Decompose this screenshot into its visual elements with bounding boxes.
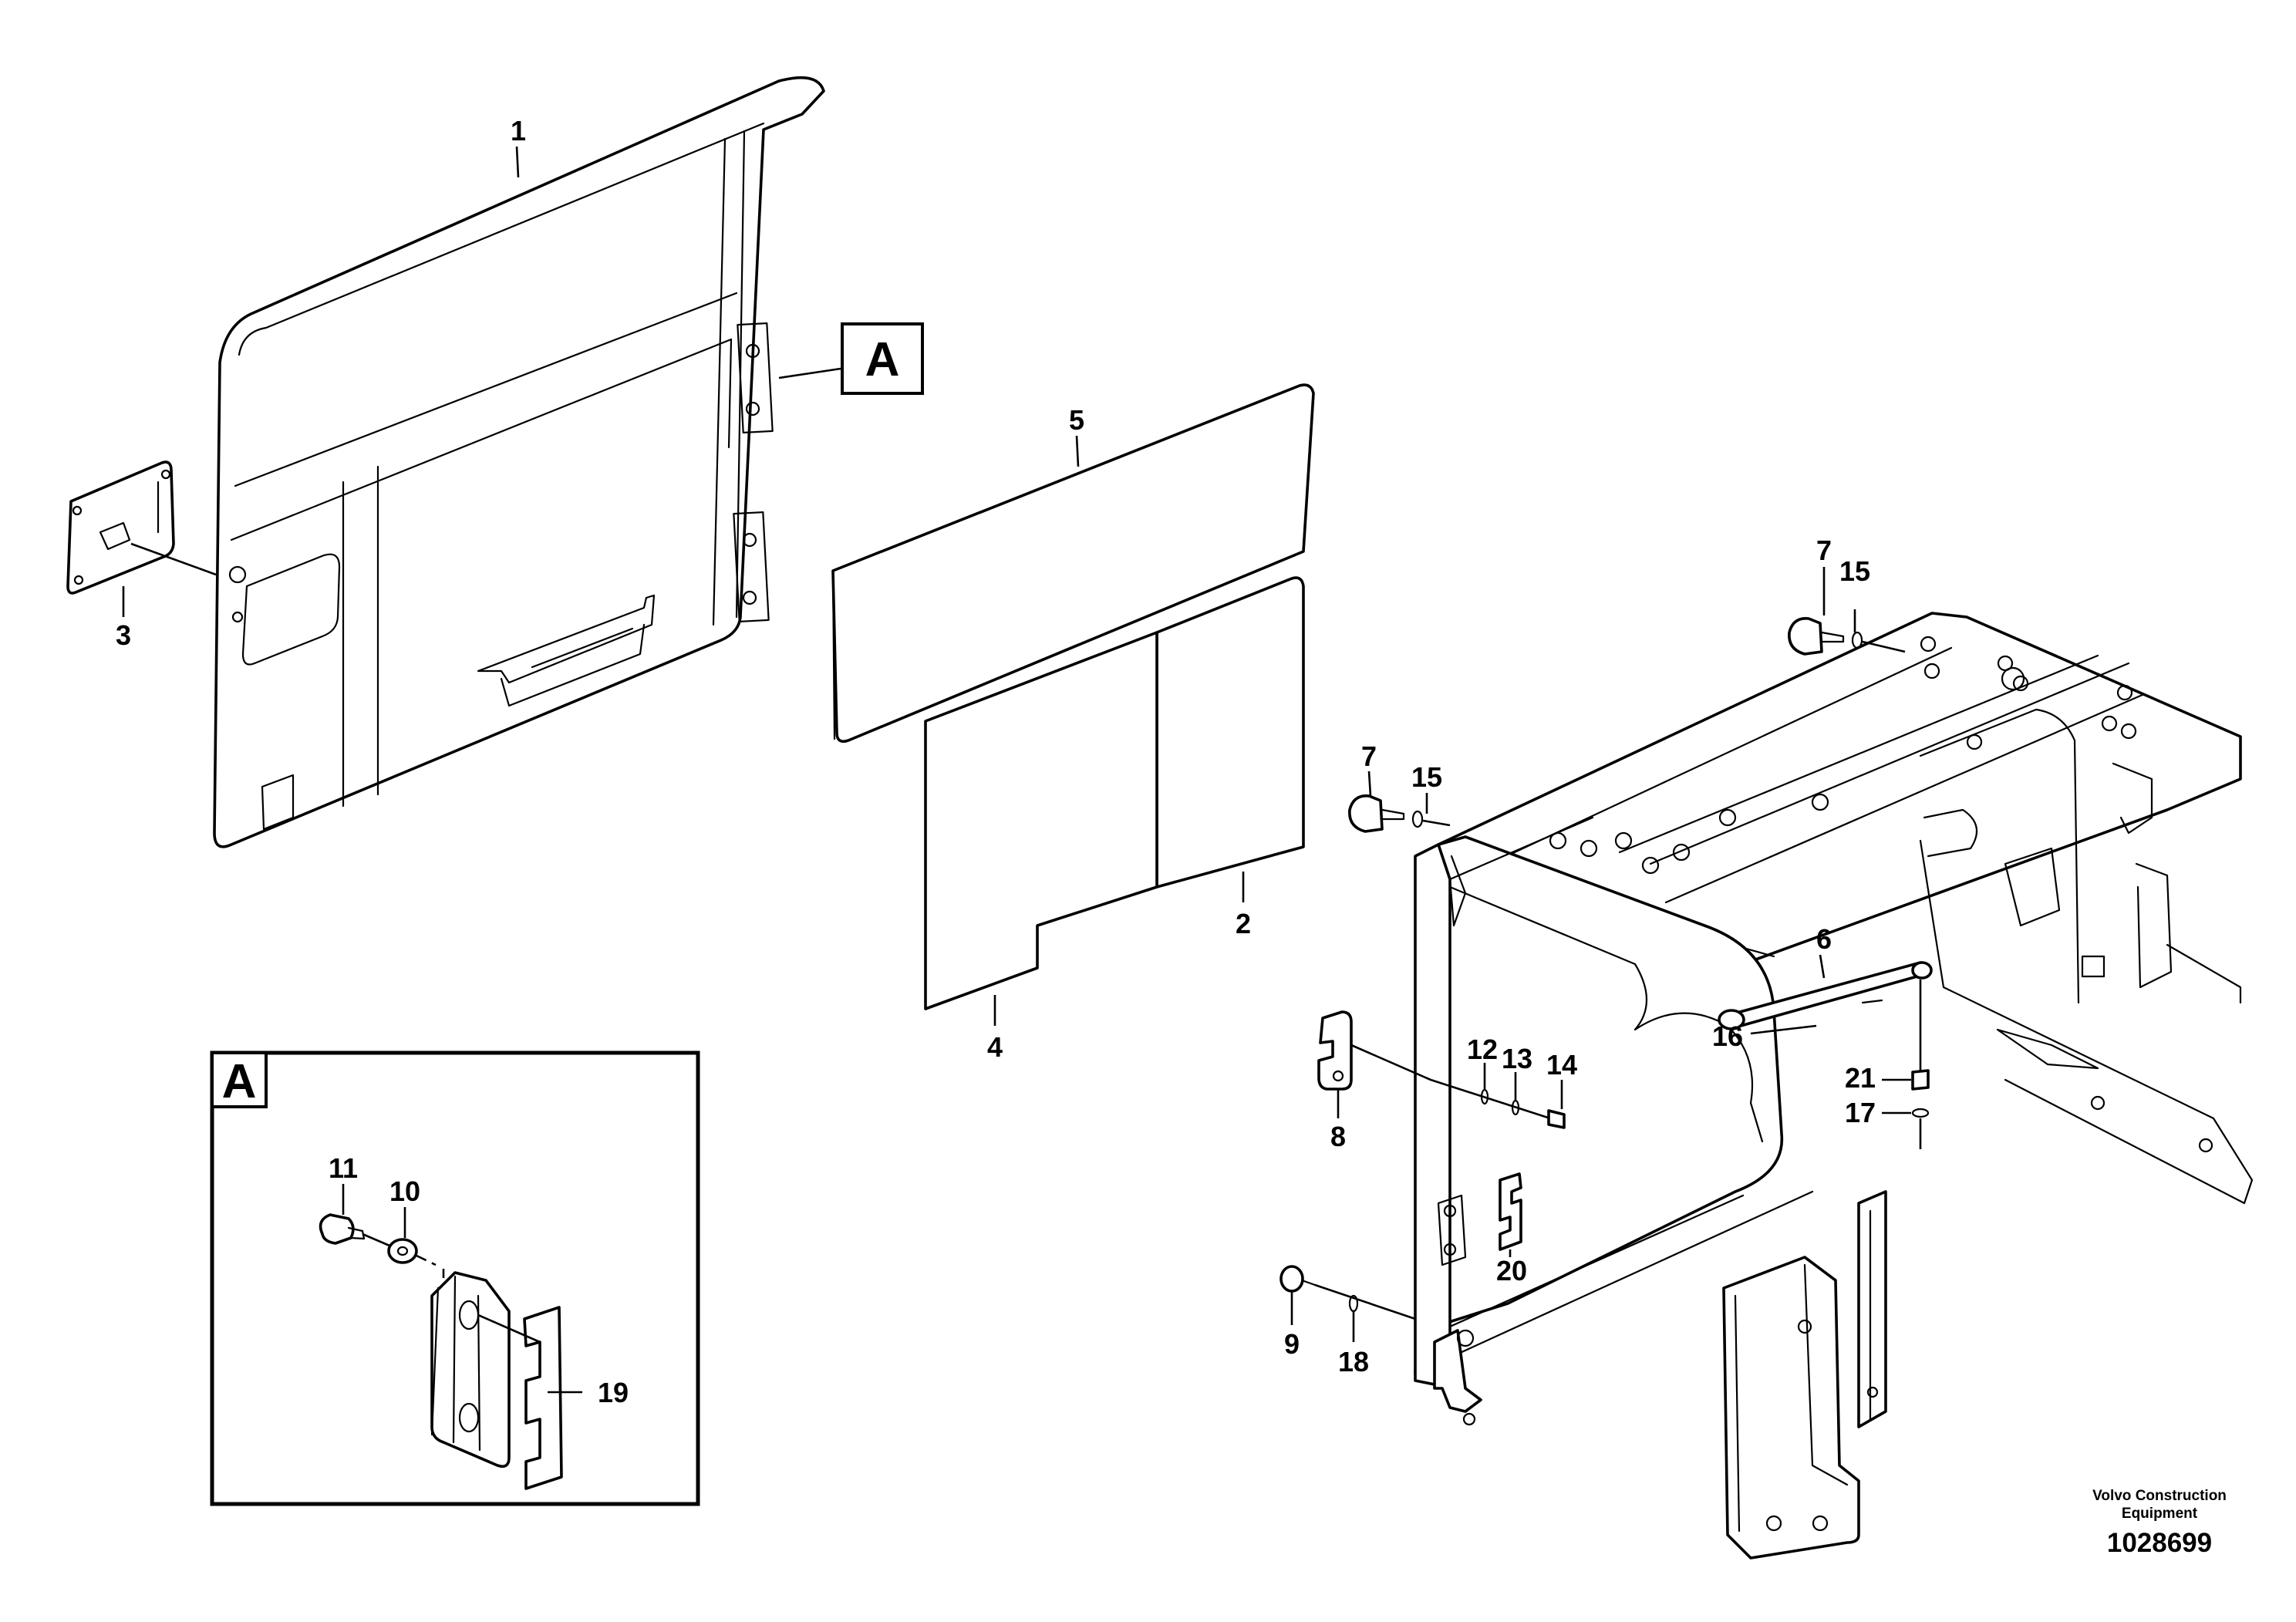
leader-lines xyxy=(122,146,1911,1342)
callout-7-upper: 7 xyxy=(1816,534,1832,566)
clip-8 xyxy=(1317,1010,1431,1091)
callout-17: 17 xyxy=(1845,1097,1876,1128)
callout-2: 2 xyxy=(1236,908,1251,939)
bolt-12-13-14 xyxy=(1430,1078,1566,1129)
callout-12: 12 xyxy=(1467,1034,1498,1065)
callout-20: 20 xyxy=(1496,1255,1527,1286)
rubber-buffer-lower xyxy=(1348,794,1451,833)
insulation-pad-5 xyxy=(831,383,1315,744)
callout-10: 10 xyxy=(389,1175,420,1207)
document-number: 1028699 xyxy=(2107,1528,2212,1558)
cab-frame xyxy=(1414,612,2254,1560)
callout-9: 9 xyxy=(1284,1328,1300,1360)
detail-inset-a: A xyxy=(210,1050,700,1506)
callout-8: 8 xyxy=(1330,1121,1346,1152)
callout-16: 16 xyxy=(1712,1020,1743,1052)
callout-5: 5 xyxy=(1069,404,1084,436)
callout-19: 19 xyxy=(598,1377,629,1408)
callout-14: 14 xyxy=(1546,1049,1577,1081)
support-rod-6 xyxy=(1718,961,1933,1149)
footer-block: Volvo Construction Equipment 1028699 xyxy=(2092,1488,2227,1558)
rubber-buffer-upper xyxy=(1788,617,1906,656)
detail-marker-a: A xyxy=(778,322,924,395)
callout-1: 1 xyxy=(511,115,526,147)
callout-18: 18 xyxy=(1338,1346,1369,1378)
callout-4: 4 xyxy=(987,1031,1003,1063)
bolt-9-18 xyxy=(1279,1265,1416,1320)
brand-line-1: Volvo Construction xyxy=(2092,1488,2227,1504)
callout-3: 3 xyxy=(116,619,131,651)
callout-7-lower: 7 xyxy=(1361,740,1377,772)
insulation-sheet-4 xyxy=(924,631,1158,1010)
svg-text:A: A xyxy=(222,1055,257,1108)
callout-labels: 1 3 5 2 4 7 15 7 15 6 16 21 17 8 12 13 1… xyxy=(116,115,1876,1408)
lock-plate xyxy=(66,460,217,595)
callout-15-lower: 15 xyxy=(1411,761,1442,793)
callout-13: 13 xyxy=(1502,1043,1532,1074)
insulation-pad-2 xyxy=(1155,576,1305,889)
callout-21: 21 xyxy=(1845,1062,1876,1094)
callout-6: 6 xyxy=(1816,923,1832,955)
spacer-20 xyxy=(1499,1172,1522,1251)
callout-11: 11 xyxy=(329,1152,358,1184)
door-panel xyxy=(213,76,825,848)
svg-text:A: A xyxy=(865,333,900,386)
callout-15-upper: 15 xyxy=(1839,555,1870,587)
brand-line-2: Equipment xyxy=(2122,1506,2198,1522)
